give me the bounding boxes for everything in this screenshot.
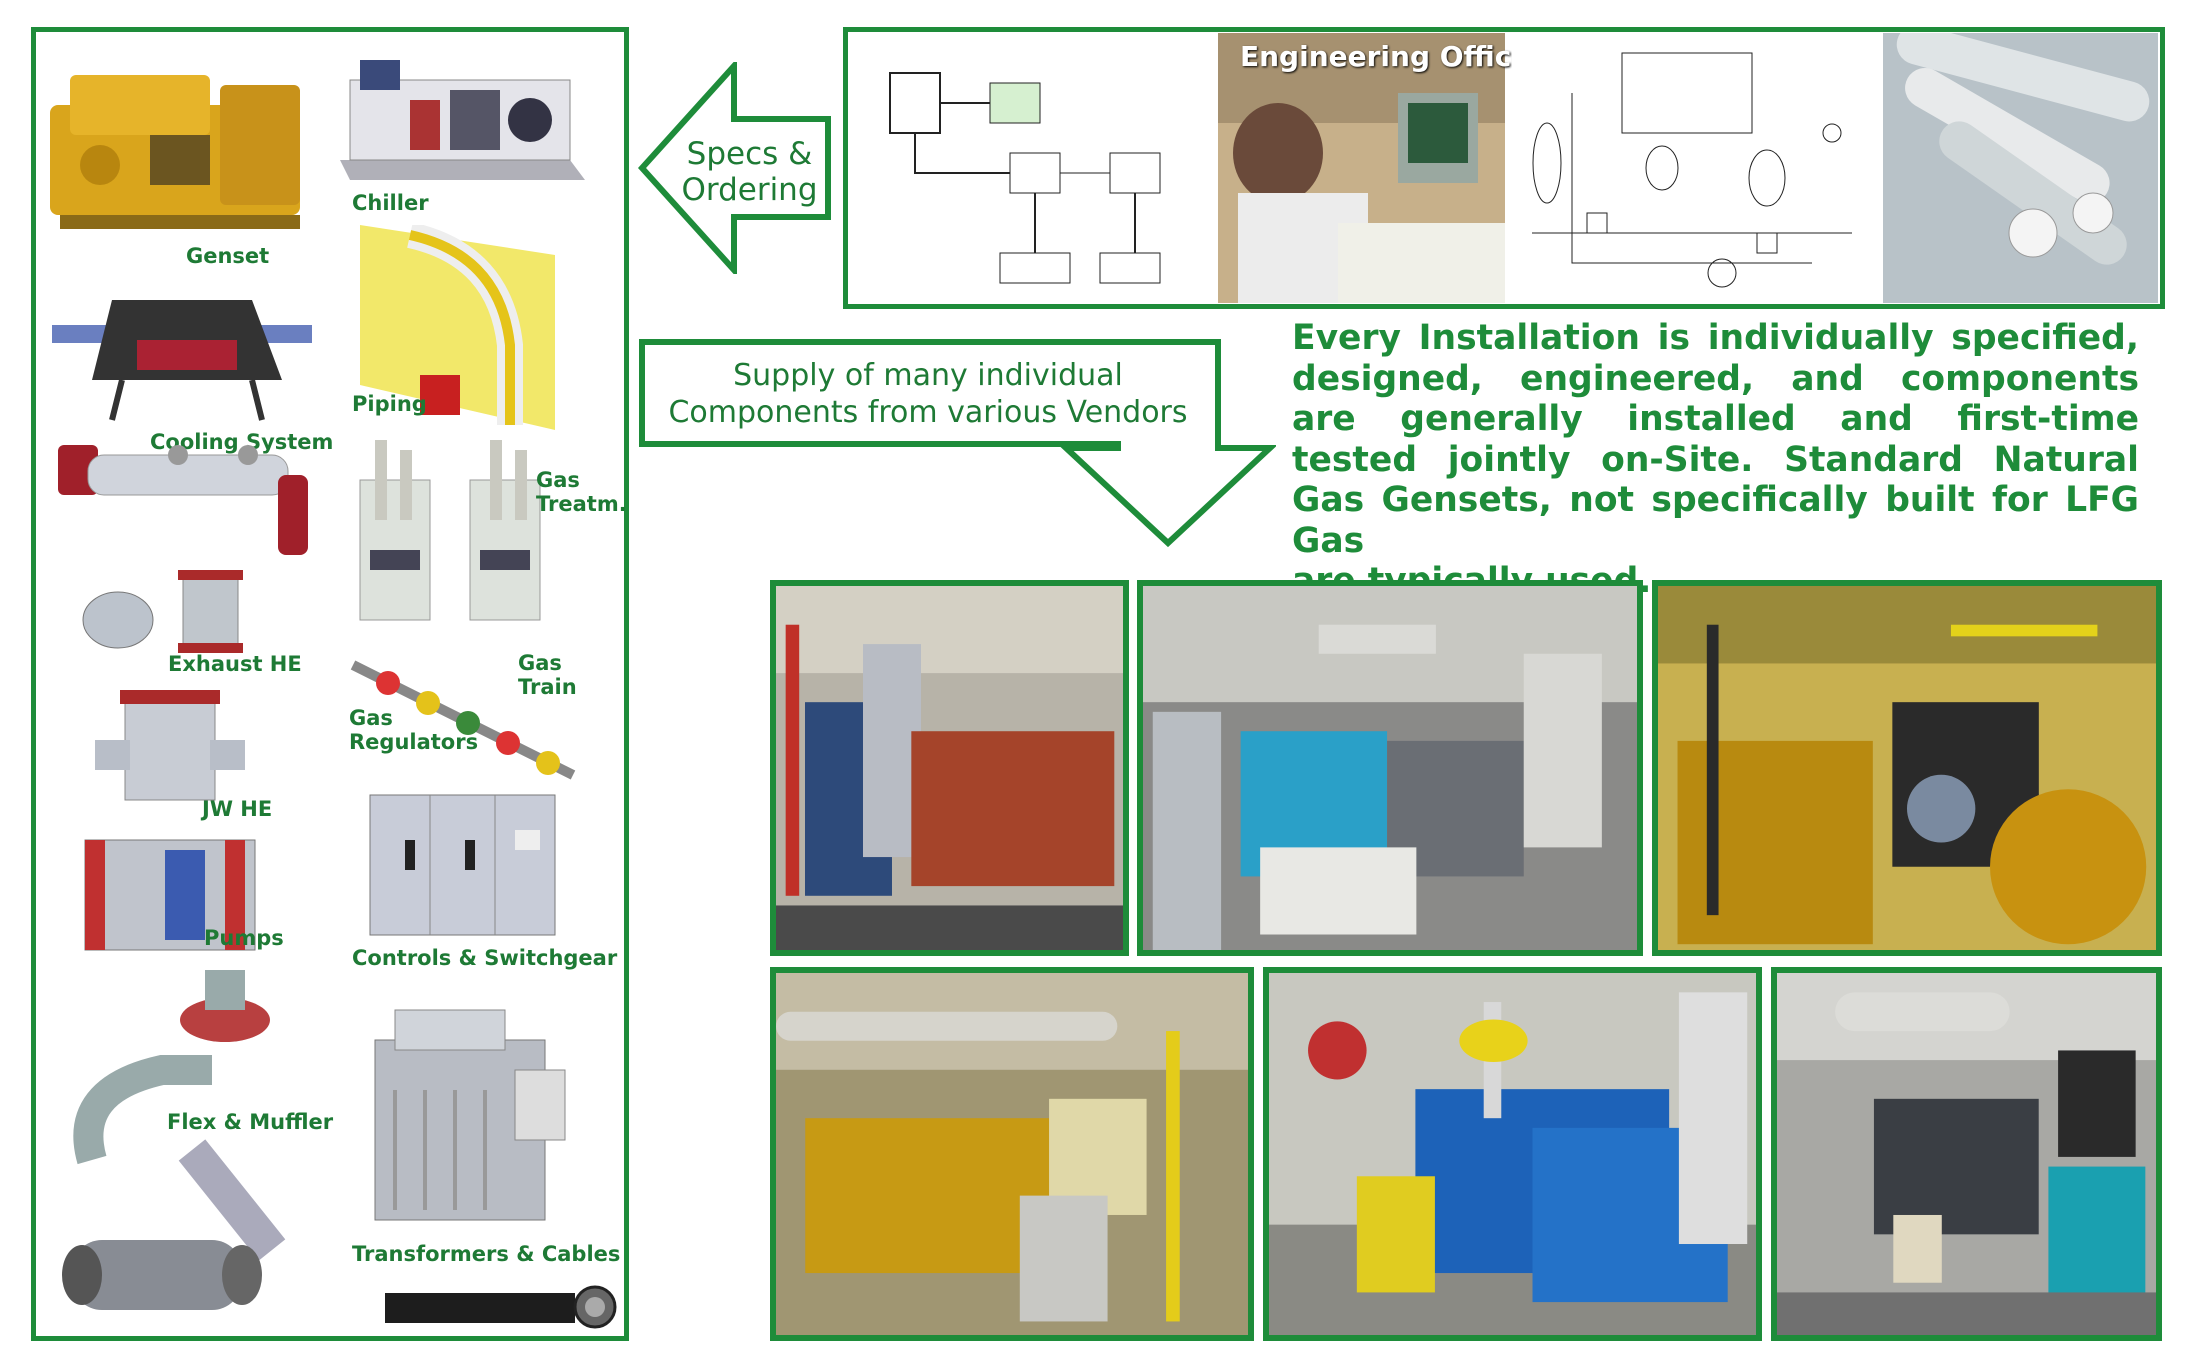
pumps-label: Pumps bbox=[204, 926, 284, 950]
transformers-image bbox=[365, 1000, 580, 1230]
process-diagram-1 bbox=[850, 33, 1210, 303]
genset-image bbox=[40, 55, 320, 245]
engineering-office-title: Engineering Office bbox=[1240, 40, 1531, 73]
controls-image bbox=[365, 790, 560, 940]
gas-train-label-1: Gas bbox=[518, 651, 562, 675]
cable-image bbox=[385, 1285, 620, 1330]
supply-line2: Components from various Vendors bbox=[668, 395, 1188, 430]
process-diagram-2 bbox=[1512, 33, 1877, 303]
cooling-system-image bbox=[52, 280, 312, 430]
piping-label: Piping bbox=[352, 392, 427, 416]
genset-label: Genset bbox=[186, 244, 270, 268]
gas-treatment-image bbox=[350, 440, 550, 640]
specs-ordering-arrow bbox=[638, 62, 833, 274]
installation-photo-3 bbox=[1652, 580, 2162, 956]
jw-he-label: JW HE bbox=[202, 797, 273, 821]
flex-muffler-image bbox=[52, 1050, 312, 1330]
pumps-image bbox=[55, 820, 295, 1050]
flex-muffler-label: Flex & Muffler bbox=[167, 1110, 334, 1134]
installation-photo-1 bbox=[770, 580, 1129, 956]
installation-photo-2 bbox=[1137, 580, 1643, 956]
installation-photo-5 bbox=[1263, 967, 1762, 1341]
gas-train-image bbox=[348, 645, 578, 795]
transformers-label: Transformers & Cables bbox=[352, 1242, 621, 1266]
gas-regulators-label-2: Regulators bbox=[349, 730, 479, 754]
installation-description: Every Installation is individually speci… bbox=[1292, 318, 2139, 602]
supply-down-arrow bbox=[638, 338, 1276, 550]
exhaust-he-image bbox=[78, 565, 248, 665]
specs-ordering-line2: Ordering bbox=[681, 172, 818, 208]
heat-exchanger-image bbox=[48, 425, 318, 585]
piping-image bbox=[360, 225, 555, 430]
exhaust-he-label: Exhaust HE bbox=[168, 652, 302, 676]
installation-photo-4 bbox=[770, 967, 1254, 1341]
gas-regulators-label-1: Gas bbox=[349, 706, 393, 730]
chiller-image bbox=[330, 50, 590, 190]
gas-train-label-2: Train bbox=[518, 675, 577, 699]
description-text: Every Installation is individually speci… bbox=[1292, 318, 2139, 561]
installation-photo-6 bbox=[1771, 967, 2162, 1341]
supply-line1: Supply of many individual bbox=[733, 358, 1123, 393]
engineering-office-photo bbox=[1218, 33, 1505, 303]
rolled-drawings-photo bbox=[1883, 33, 2158, 303]
controls-label: Controls & Switchgear bbox=[352, 946, 618, 970]
gas-treatm-label-2: Treatm. bbox=[536, 492, 627, 516]
chiller-label: Chiller bbox=[352, 191, 429, 215]
jw-he-image bbox=[95, 680, 245, 820]
gas-treatm-label-1: Gas bbox=[536, 468, 580, 492]
specs-ordering-line1: Specs & bbox=[686, 136, 813, 172]
